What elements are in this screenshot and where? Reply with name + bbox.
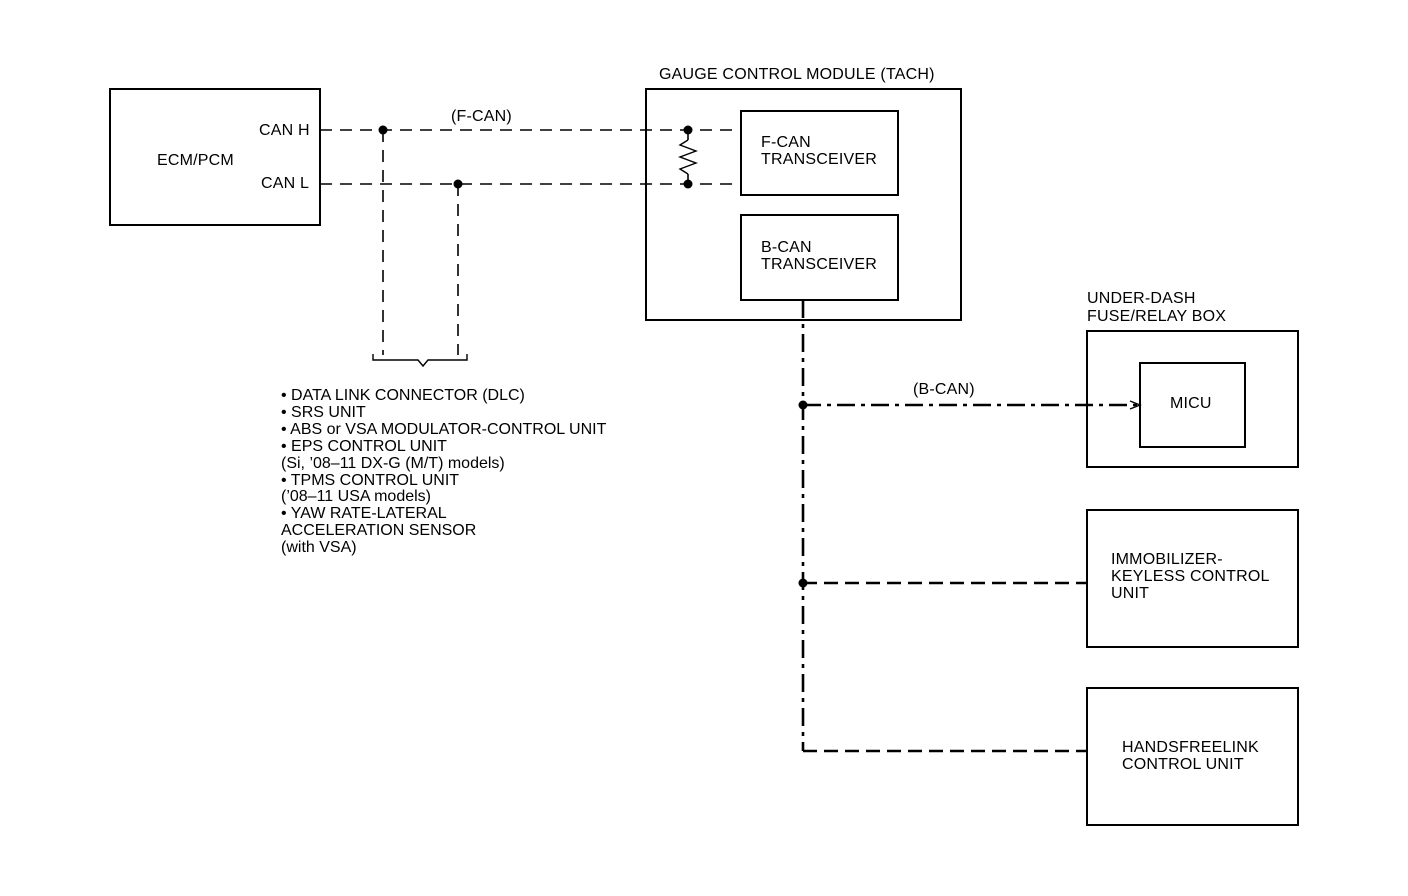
handsfreelink-label-line2: CONTROL UNIT [1122,756,1244,773]
junction-dot [798,400,808,410]
fuse-box-title-line1: UNDER-DASH [1087,290,1196,307]
gauge-module-title: GAUGE CONTROL MODULE (TACH) [659,66,935,83]
micu-label: MICU [1170,395,1212,412]
bcan-transceiver-line1: B-CAN [761,239,812,256]
fcan-transceiver-line2: TRANSCEIVER [761,151,877,168]
junction-dot [683,179,693,189]
dlc-group-brace [372,354,468,368]
termination-resistor [678,139,698,175]
can-h-label: CAN H [259,122,310,139]
list-item: • EPS CONTROL UNIT [281,437,447,455]
immobilizer-label-line2: KEYLESS CONTROL [1111,568,1270,585]
immobilizer-label-line3: UNIT [1111,585,1150,602]
micu-box [1139,362,1246,448]
list-item: • TPMS CONTROL UNIT [281,471,460,489]
bcan-transceiver-box [740,214,899,301]
junction-dot [453,179,463,189]
list-item: (’08–11 USA models) [281,488,431,506]
fcan-transceiver-line1: F-CAN [761,134,811,151]
under-dash-fuse-relay-box [1086,330,1299,468]
fcan-bus-label: (F-CAN) [451,108,512,125]
list-item: (with VSA) [281,539,357,557]
list-item: ACCELERATION SENSOR [281,522,477,540]
junction-dot [378,125,388,135]
list-item: • YAW RATE-LATERAL [281,505,447,523]
bcan-transceiver-line2: TRANSCEIVER [761,256,877,273]
junction-dot [798,578,808,588]
junction-dot [683,125,693,135]
fcan-transceiver-box [740,110,899,196]
ecm-pcm-label: ECM/PCM [157,152,234,169]
handsfreelink-unit-box [1086,687,1299,826]
list-item: (Si, ’08–11 DX-G (M/T) models) [281,454,505,472]
can-l-label: CAN L [261,175,310,192]
immobilizer-label-line1: IMMOBILIZER- [1111,551,1223,568]
fuse-box-title-line2: FUSE/RELAY BOX [1087,308,1227,325]
dlc-connected-units-list: • DATA LINK CONNECTOR (DLC) • SRS UNIT •… [281,387,607,557]
handsfreelink-label-line1: HANDSFREELINK [1122,739,1259,756]
list-item: • DATA LINK CONNECTOR (DLC) [281,387,525,404]
immobilizer-keyless-unit-box [1086,509,1299,648]
bcan-bus-label: (B-CAN) [913,381,975,398]
ecm-pcm-box [109,88,321,226]
list-item: • ABS or VSA MODULATOR-CONTROL UNIT [281,420,607,438]
list-item: • SRS UNIT [281,403,366,421]
gauge-control-module-box [645,88,962,321]
